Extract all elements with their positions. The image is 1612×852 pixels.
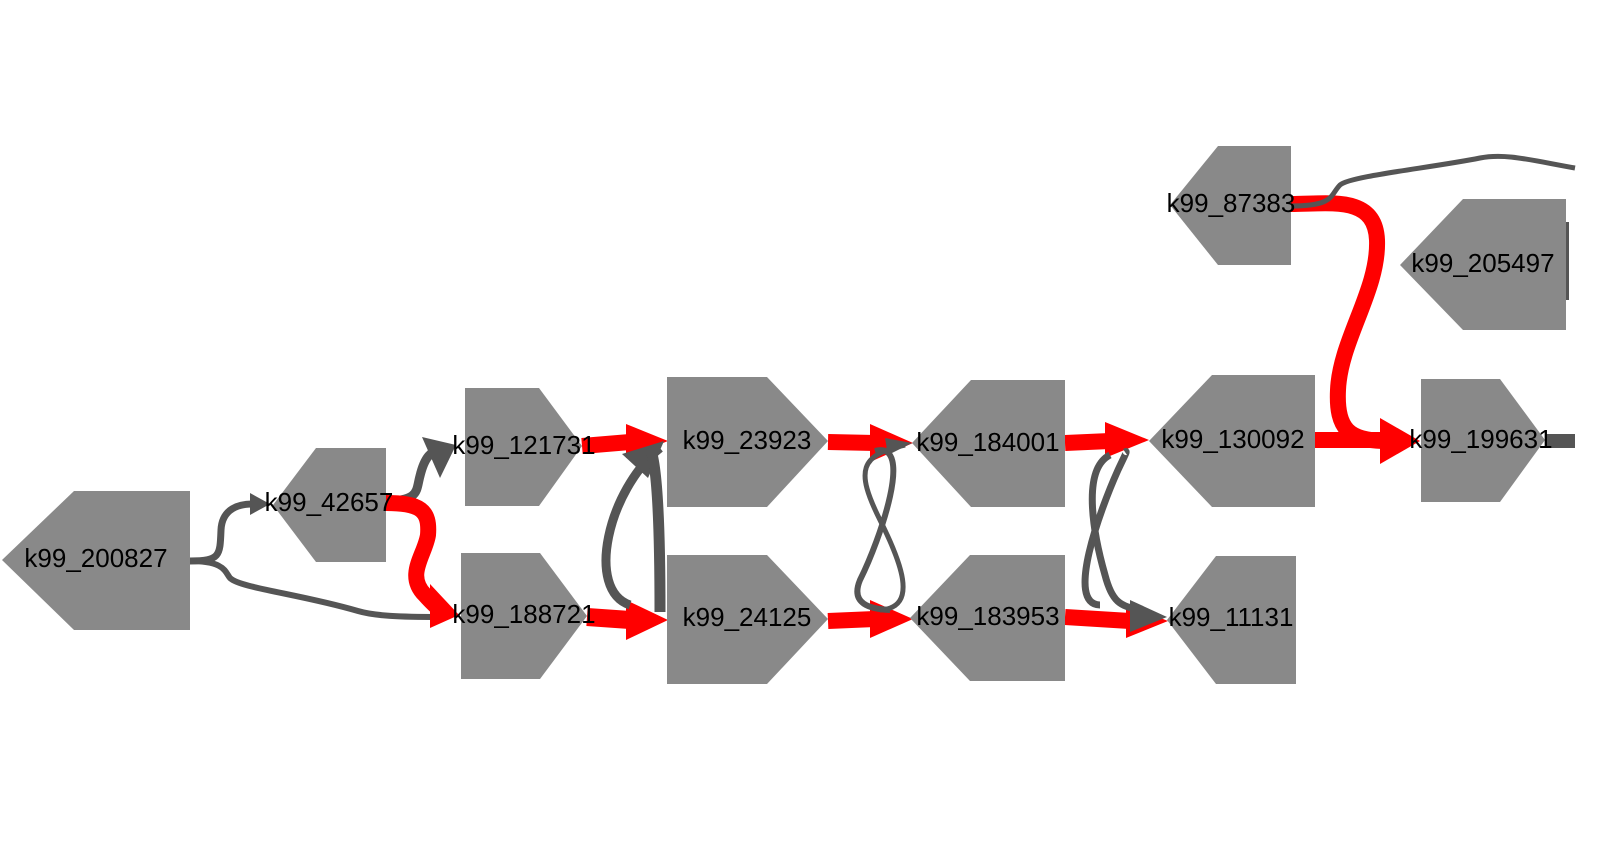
- node-label: k99_121731: [452, 430, 595, 460]
- node-n183953-shape[interactable]: [910, 555, 1065, 681]
- node-label: k99_11131: [1169, 602, 1294, 632]
- node-n199631-shape[interactable]: [1421, 379, 1545, 502]
- arrowhead-icon: [430, 584, 459, 628]
- edge-line: [581, 434, 631, 454]
- edge-line: [827, 611, 876, 629]
- edge-n200827-to-n42657: [189, 493, 270, 565]
- node-label: k99_87383: [1167, 188, 1296, 218]
- arrowhead-icon: [1130, 600, 1167, 632]
- node-n121731-shape[interactable]: [465, 388, 582, 506]
- edge-n42657-to-n188721: [385, 495, 459, 628]
- node-n184001-shape[interactable]: [912, 380, 1065, 507]
- arrowhead-icon: [626, 600, 668, 640]
- edge-line: [189, 500, 253, 565]
- edge-line: [1290, 195, 1386, 449]
- node-label: k99_42657: [265, 487, 394, 517]
- edge-n87383-to-offscreen: [1290, 153, 1576, 209]
- arrowhead-icon: [1105, 422, 1149, 458]
- edge-line: [854, 447, 897, 613]
- edge-n121731-to-n24125: [644, 445, 666, 613]
- node-n23923-shape[interactable]: [667, 377, 828, 507]
- edge-line: [1064, 433, 1111, 451]
- edge-n24125-to-n184001: [862, 438, 912, 613]
- edge-n121731-to-n23923: [581, 424, 668, 458]
- edge-line: [1290, 153, 1576, 209]
- edges-layer: [189, 153, 1576, 640]
- edge-n184001-to-n11131: [1088, 451, 1167, 632]
- node-n200827-shape[interactable]: [2, 491, 190, 630]
- node-n42657-shape[interactable]: [273, 448, 386, 562]
- edge-line: [1064, 609, 1131, 629]
- node-n24125-shape[interactable]: [667, 555, 828, 684]
- edge-n87383-to-n199631: [1290, 195, 1420, 464]
- arrowhead-icon: [250, 493, 270, 515]
- node-n130092-shape[interactable]: [1149, 375, 1315, 507]
- node-n205497-shape[interactable]: [1400, 199, 1566, 330]
- node-n87383-shape[interactable]: [1170, 146, 1291, 265]
- node-label: k99_188721: [452, 599, 595, 629]
- edge-line: [189, 558, 441, 620]
- edge-n42657-to-n121731: [385, 437, 456, 506]
- node-n11131-shape[interactable]: [1167, 556, 1296, 684]
- node-n188721-shape[interactable]: [461, 553, 587, 679]
- nodes-layer: [2, 146, 1566, 684]
- edge-n23923-to-n183953: [854, 447, 897, 613]
- arrowhead-icon: [422, 437, 456, 478]
- edge-n188721-to-n24125: [586, 600, 668, 640]
- edge-n200827-to-n188721: [189, 558, 441, 620]
- node-label: k99_199631: [1409, 424, 1552, 454]
- arrowhead-icon: [1380, 418, 1420, 464]
- node-label: k99_130092: [1161, 424, 1304, 454]
- labels-layer: k99_200827 k99_42657 k99_121731 k99_188721 k…: [24, 188, 1554, 632]
- node-label: k99_23923: [683, 425, 812, 455]
- edge-line: [827, 434, 876, 451]
- edge-line: [1088, 451, 1141, 614]
- node-label: k99_184001: [916, 427, 1059, 457]
- node-label: k99_183953: [916, 601, 1059, 631]
- node-label: k99_200827: [24, 543, 167, 573]
- node-label: k99_24125: [683, 602, 812, 632]
- node-label: k99_205497: [1411, 248, 1554, 278]
- arrowhead-icon: [885, 438, 912, 455]
- edge-line: [644, 445, 666, 613]
- edge-n184001-to-n130092: [1064, 422, 1149, 458]
- arrowhead-icon: [626, 424, 668, 458]
- edge-line: [586, 608, 631, 629]
- edge-line: [862, 442, 906, 613]
